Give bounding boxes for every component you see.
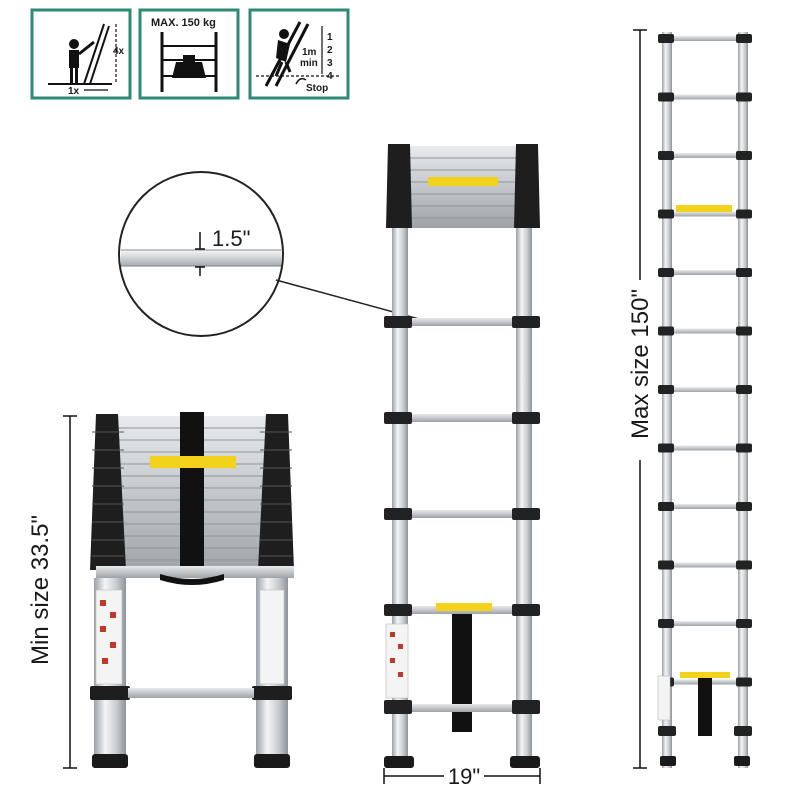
sequence-step-3: 3 — [327, 58, 333, 69]
height-ratio-label: 4x — [113, 46, 125, 57]
sequence-step-4: 4 — [327, 71, 333, 82]
weight-on-ladder-icon — [160, 32, 218, 92]
extended-rungs — [658, 34, 752, 687]
rung-end-cap — [658, 34, 674, 43]
rung-end-cap — [658, 151, 674, 160]
climbing-person-icon — [256, 21, 340, 87]
rung-thickness-label: 1.5" — [212, 226, 250, 251]
max-size-label: Max size 150" — [627, 289, 654, 439]
rung — [670, 621, 740, 626]
rung — [670, 562, 740, 568]
rung — [670, 153, 740, 158]
rung — [670, 328, 740, 334]
rung — [670, 36, 740, 41]
ratio-icon-box: 4x 1x — [30, 8, 132, 100]
min-distance-label: 1m — [302, 47, 317, 58]
partially-extended-ladder — [383, 144, 541, 784]
rung — [670, 387, 740, 392]
rung-end-cap — [736, 326, 752, 336]
rung-end-cap — [736, 619, 752, 628]
rung-end-cap — [658, 502, 674, 511]
load-icon-box: MAX. 150 kg — [138, 8, 240, 100]
rung-end-cap — [736, 560, 752, 570]
rung-end-cap — [736, 34, 752, 43]
rung — [670, 270, 740, 275]
rung-end-cap — [658, 92, 674, 102]
stop-label: Stop — [306, 83, 328, 94]
min-distance-label-2: min — [300, 58, 318, 69]
collapsed-ladder — [63, 412, 294, 769]
rung-end-cap — [658, 385, 674, 394]
rung — [670, 445, 740, 451]
rung-end-cap — [658, 560, 674, 570]
max-load-label: MAX. 150 kg — [151, 17, 216, 29]
extend-icon-box: 1 2 3 4 1m min Stop — [248, 8, 350, 100]
rung-end-cap — [658, 619, 674, 628]
rung-end-cap — [736, 209, 752, 219]
width-label: 19" — [448, 764, 480, 789]
rung-end-cap — [736, 268, 752, 277]
min-size-label: Min size 33.5" — [27, 515, 54, 665]
rung-end-cap — [736, 385, 752, 394]
rung-end-cap — [736, 677, 752, 687]
rung — [670, 94, 740, 100]
rung-thickness-magnifier: 1.5" — [118, 171, 433, 337]
sequence-step-2: 2 — [327, 45, 333, 56]
rung-end-cap — [736, 443, 752, 453]
ladder-angle-ratio-icon — [48, 23, 117, 91]
rung-end-cap — [736, 92, 752, 102]
rung-end-cap — [658, 326, 674, 336]
rung — [670, 504, 740, 509]
rung-end-cap — [658, 209, 674, 219]
sequence-step-1: 1 — [327, 32, 333, 43]
rung-end-cap — [658, 268, 674, 277]
rung-end-cap — [658, 443, 674, 453]
base-ratio-label: 1x — [68, 86, 80, 97]
rung-end-cap — [736, 151, 752, 160]
rung-end-cap — [736, 502, 752, 511]
rung — [670, 211, 740, 217]
